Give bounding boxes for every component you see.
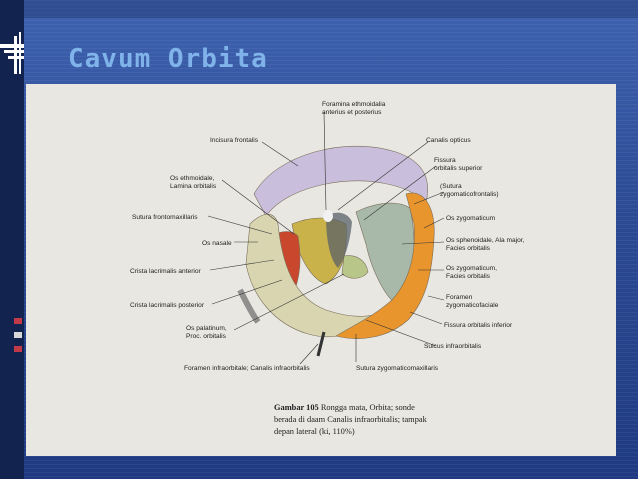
label-os-sphenoidale: Os sphenoidale, Ala major, [446,237,525,244]
label-os-palatinum: Os palatinum, [186,325,227,332]
label-sutura-zygomaticomaxillaris: Sutura zygomaticomaxillaris [356,365,439,372]
caption-line-3: depan lateral (ki, 110%) [274,427,355,436]
label-os-zygomaticum-facies: Os zygomaticum, [446,265,497,272]
label-incisura-frontalis: Incisura frontalis [210,137,259,144]
label-sutura-zygomaticofrontalis-2: zygomaticofrontalis) [440,191,499,198]
optic-canal [323,210,333,222]
label-foramina-ethmoidalia: Foramina ethmoidalia [322,101,386,108]
label-crista-lacrimalis-anterior: Crista lacrimalis anterior [130,268,202,275]
palatine-bone [341,255,369,279]
label-fissura-orbitalis-inferior: Fissura orbitalis inferior [444,322,513,329]
corner-decoration [0,32,24,74]
side-marks-decoration [14,318,22,352]
label-foramen-infraorbitale: Foramen infraorbitale; Canalis infraorbi… [184,365,310,372]
label-canalis-opticus: Canalis opticus [426,137,471,144]
caption-number: Gambar 105 [274,403,319,412]
figure-caption: Gambar 105 Rongga mata, Orbita; sonde be… [274,402,494,438]
label-os-ethmoidale-2: Lamina orbitalis [170,183,217,190]
label-foramen-zygomaticofaciale: Foramen [446,294,473,301]
nasal-edge [237,288,261,324]
labels-right: Foramina ethmoidalia anterius et posteri… [322,101,525,372]
label-os-zygomaticum-facies-2: Facies orbitalis [446,273,491,280]
label-fissura-orbitalis-superior: Fissura [434,157,456,164]
orbit-bones [237,145,435,357]
slide-left-bar [0,0,24,479]
orbit-figure: Incisura frontalis Os ethmoidale, Lamina… [26,84,616,456]
label-foramen-zygomaticofaciale-2: zygomaticofaciale [446,302,499,309]
orbit-illustration: Incisura frontalis Os ethmoidale, Lamina… [130,101,525,372]
caption-line-1: Rongga mata, Orbita; sonde [320,403,415,412]
label-foramina-ethmoidalia-2: anterius et posterius [322,109,382,116]
label-crista-lacrimalis-posterior: Crista lacrimalis posterior [130,302,205,309]
label-os-ethmoidale: Os ethmoidale, [170,175,215,182]
label-os-nasale: Os nasale [202,240,232,247]
caption-line-2: berada di daam Canalis infraorbitalis; t… [274,415,427,424]
label-os-palatinum-2: Proc. orbitalis [186,333,227,340]
label-sutura-zygomaticofrontalis: (Sutura [440,183,462,190]
label-sutura-frontomaxillaris: Sutura frontomaxillaris [132,214,198,221]
slide-title: Cavum Orbita [68,44,268,74]
label-fissura-orbitalis-superior-2: orbitalis superior [434,165,483,172]
label-os-sphenoidale-2: Facies orbitalis [446,245,491,252]
infraorbital-probe [316,331,326,357]
slide-top-band [0,0,638,18]
zygomatic-bone [335,192,435,339]
leader-lines [207,111,445,365]
label-os-zygomaticum: Os zygomaticum [446,215,496,222]
orbit-apex-shadow [326,212,352,268]
labels-left: Incisura frontalis Os ethmoidale, Lamina… [130,137,310,372]
label-sulcus-infraorbitalis: Sulcus infraorbitalis [424,343,482,350]
